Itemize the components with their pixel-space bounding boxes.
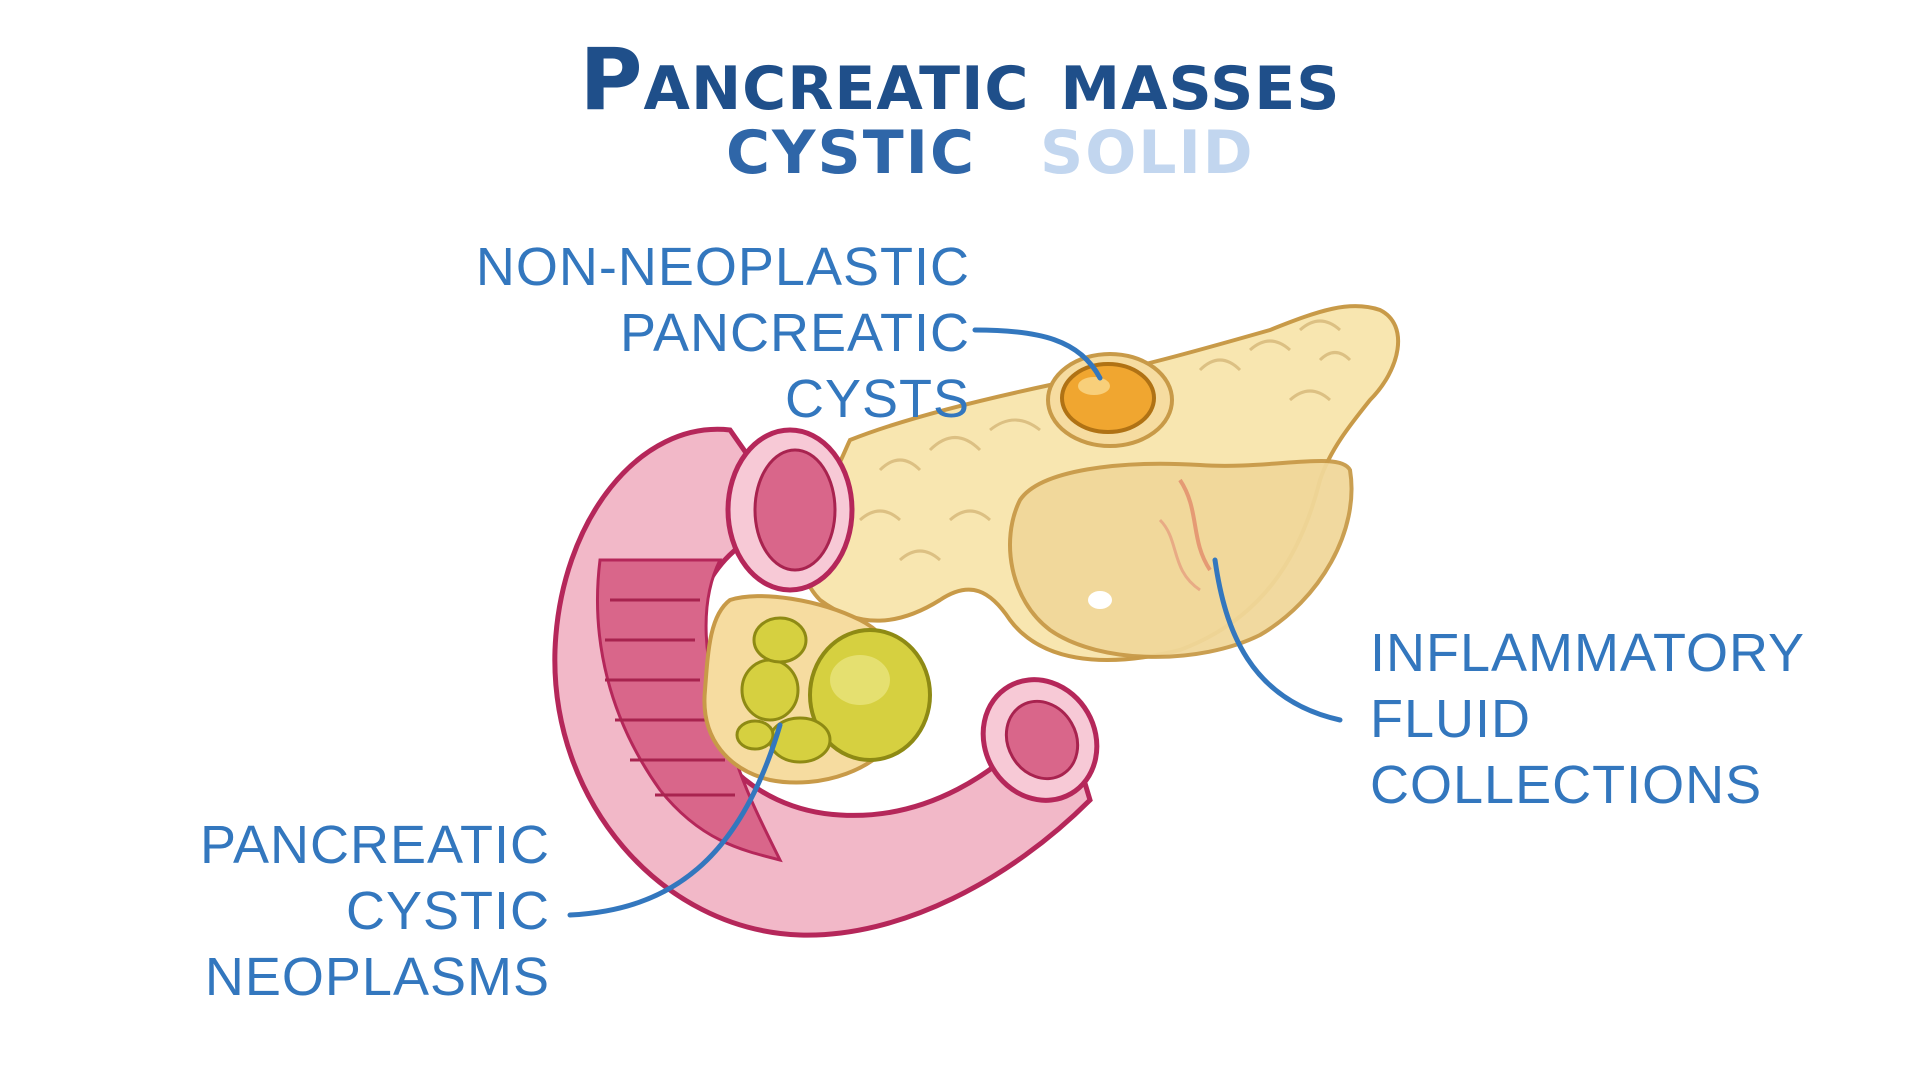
duodenum [552,426,1100,938]
label-line: PANCREATIC [199,815,550,875]
label-line: FLUID COLLECTIONS [1370,689,1763,815]
label-line: CYSTIC NEOPLASMS [204,881,550,1007]
label-line: INFLAMMATORY [1370,623,1806,683]
leader-non-neoplastic [972,327,1103,381]
label-line: PANCREATIC CYSTS [619,303,970,429]
label-cystic-neoplasms: PANCREATIC CYSTIC NEOPLASMS [20,812,550,1010]
label-non-neoplastic: NON-NEOPLASTIC PANCREATIC CYSTS [440,234,970,432]
tab-cystic[interactable]: CYSTIC [726,118,976,188]
non-neoplastic-cyst [1046,352,1174,448]
inflammatory-collection [1008,458,1354,659]
page-title: Pancreatic masses [579,30,1341,130]
cystic-neoplasm [735,616,932,764]
label-line: NON-NEOPLASTIC [475,237,970,297]
leader-inflammatory [1212,557,1343,723]
label-inflammatory: INFLAMMATORY FLUID COLLECTIONS [1370,620,1910,818]
leader-cystic-neoplasms [567,722,783,918]
tab-solid[interactable]: SOLID [1040,118,1255,188]
